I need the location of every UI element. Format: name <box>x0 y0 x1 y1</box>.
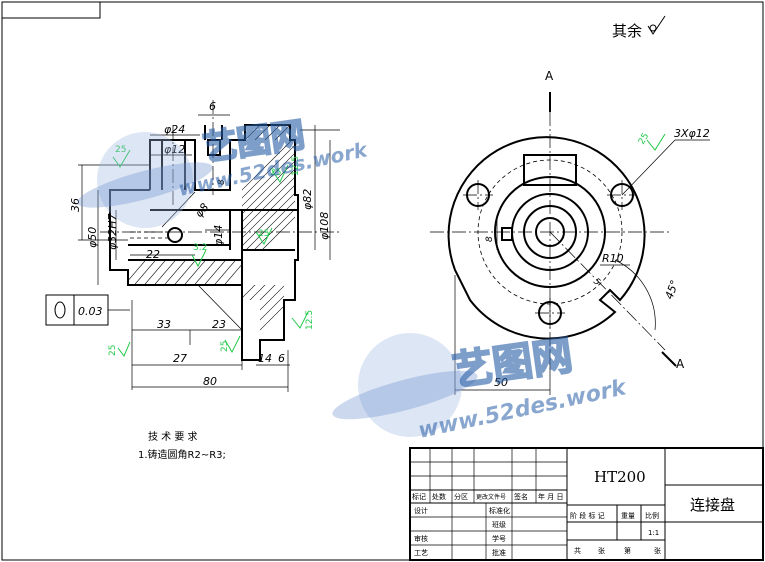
front-view: A A <box>430 69 710 395</box>
tb-standardize: 标准化 <box>489 506 510 515</box>
tb-count: 处数 <box>432 492 446 501</box>
tb-stage-mark: 阶 段 标 记 <box>570 511 605 520</box>
dim-6-bottom: 6 <box>278 352 285 365</box>
roughness-25e: 25 <box>270 168 281 178</box>
tb-sign: 签名 <box>514 492 528 501</box>
top-left-label-box <box>1 1 101 19</box>
title-block <box>409 447 764 561</box>
dim-6: 6 <box>209 100 216 113</box>
roughness-marks <box>112 133 666 357</box>
dim-45deg: 45° <box>663 278 682 301</box>
roughness-12.5a: 12.5 <box>291 156 301 176</box>
tb-zone: 分区 <box>454 492 468 501</box>
section-label-a-bottom: A <box>676 357 685 371</box>
tb-scale: 比例 <box>645 511 659 520</box>
dim-36: 36 <box>69 198 82 212</box>
roughness-25b: 25 <box>258 229 269 239</box>
roughness-25c: 25 <box>220 341 230 352</box>
dim-8-front: 8 <box>485 236 495 242</box>
dim-phi8: φ8 <box>192 201 211 220</box>
tb-date: 年 月 日 <box>538 492 563 501</box>
title-material: HT200 <box>594 468 646 486</box>
dim-phi12: φ12 <box>164 143 185 156</box>
tb-review: 审核 <box>414 534 428 543</box>
dim-3x-phi12: 3Xφ12 <box>674 127 710 140</box>
section-dimensions <box>78 114 340 392</box>
tb-total: 共 <box>574 546 581 555</box>
tb-sheet: 张 <box>654 546 661 555</box>
tolerance-value: 0.03 <box>78 305 103 318</box>
roughness-25a: 25 <box>115 145 126 155</box>
tb-design: 设计 <box>414 506 428 515</box>
tb-change-doc: 更改文件号 <box>476 493 506 501</box>
tb-process: 工艺 <box>414 549 428 557</box>
dim-5: 5 <box>591 277 602 289</box>
tech-requirements-note: 1.铸造圆角R2~R3; <box>138 448 226 461</box>
tb-scale-value: 1:1 <box>648 529 659 537</box>
tb-approve: 批准 <box>492 548 506 557</box>
dim-80: 80 <box>203 375 217 388</box>
dim-r10: R10 <box>602 252 624 265</box>
roughness-25d: 25 <box>108 345 118 356</box>
dim-phi108: φ108 <box>318 212 331 240</box>
dim-phi24: φ24 <box>164 123 185 136</box>
dim-23: 23 <box>212 318 226 331</box>
dim-phi50: φ50 <box>86 227 99 248</box>
dim-50: 50 <box>494 376 508 389</box>
tb-sheets: 张 <box>598 546 605 555</box>
tb-student-no: 学号 <box>492 534 506 543</box>
tolerance-frame <box>45 294 130 326</box>
watermark-logo-upper: 艺图网 www.52des.work <box>77 114 371 228</box>
section-label-a-top: A <box>545 69 554 83</box>
hatch-top <box>245 125 290 140</box>
dim-14: 14 <box>258 352 272 365</box>
dim-8-vert: 8 <box>217 179 227 185</box>
title-part-name: 连接盘 <box>690 496 735 514</box>
roughness-25f: 25 <box>637 132 651 147</box>
watermark-logo-lower: 艺图网 www.52des.work <box>332 332 630 444</box>
watermark-cn-lower: 艺图网 <box>450 333 575 395</box>
dim-22: 22 <box>146 248 160 261</box>
dim-33: 33 <box>157 318 171 331</box>
dim-27: 27 <box>173 352 187 365</box>
tb-page: 第 <box>624 546 631 555</box>
hatch-lower <box>128 260 242 285</box>
roughness-note: 其余 <box>612 22 642 40</box>
tb-class: 班级 <box>492 520 506 529</box>
roughness-symbol-icon <box>647 15 666 35</box>
roughness-12.5b: 12.5 <box>305 310 315 330</box>
tb-mark: 标记 <box>412 492 426 501</box>
roughness-3.2: 3.2 <box>193 243 207 253</box>
dim-phi82: φ82 <box>301 189 314 210</box>
tech-requirements-title: 技 术 要 求 <box>148 430 198 443</box>
dim-phi14: φ14 <box>212 225 225 246</box>
dim-phi32h7: φ32H7 <box>106 213 119 250</box>
tb-weight: 重量 <box>621 512 635 520</box>
